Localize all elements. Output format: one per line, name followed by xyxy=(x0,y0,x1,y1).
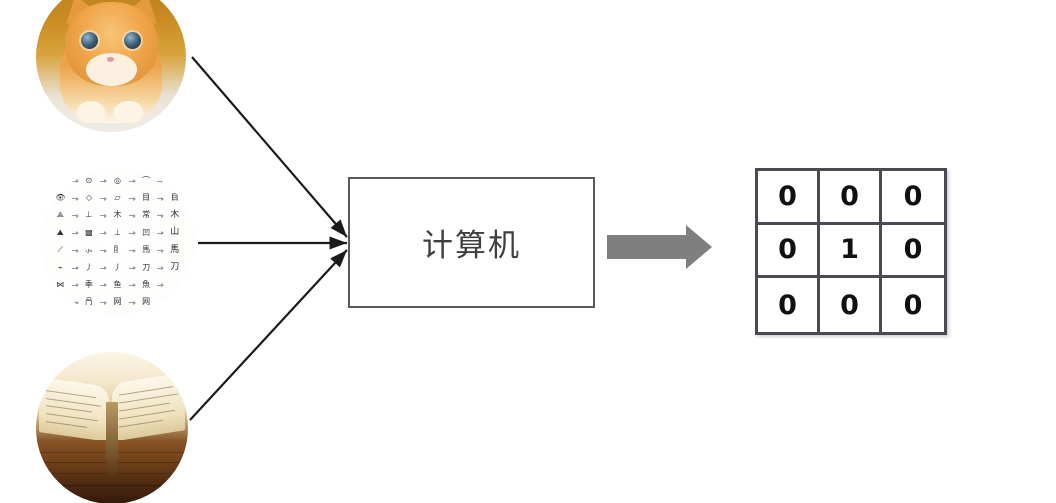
charset-cell: ▱ xyxy=(103,189,136,206)
charset-grid: 〜 ⊙ ◎ ⌒ · 👁 ◇ ▱ 目 目 ⟁ ⊥ 木 常 木 ⛰ ▩ ⊥ 凹 山 … xyxy=(40,168,195,315)
charset-cell xyxy=(160,294,189,311)
arrow-cat-to-computer xyxy=(191,56,348,238)
charset-cell: 凹 xyxy=(132,224,165,241)
charset-cell: ⌁ xyxy=(46,259,79,276)
charset-cell: ⺗ xyxy=(75,242,108,259)
output-binary-matrix: 0 0 0 0 1 0 0 0 0 xyxy=(755,168,947,335)
charset-cell: 木 xyxy=(103,207,136,224)
charset-cell: ⊥ xyxy=(75,207,108,224)
arrow-book-to-computer xyxy=(189,249,348,421)
cat-paw-right xyxy=(114,100,143,123)
input-image-cat xyxy=(36,0,186,132)
charset-cell: ◎ xyxy=(103,172,136,189)
charset-cell: ▩ xyxy=(75,224,108,241)
charset-cell: ⟁ xyxy=(46,207,79,224)
cat-eye-right xyxy=(124,31,141,49)
matrix-cell-r1c1: 0 xyxy=(758,171,820,225)
charset-cell-modern: 刀 xyxy=(170,262,180,273)
charset-cell: ⌒ xyxy=(132,172,165,189)
cat-paw-left xyxy=(76,100,105,123)
matrix-cell-r3c1: 0 xyxy=(758,278,820,332)
charset-cell: 鱼 xyxy=(103,276,136,293)
charset-cell: 刀 xyxy=(132,259,165,276)
computer-label: 计算机 xyxy=(422,228,521,264)
charset-cell: ⋈ xyxy=(46,276,79,293)
charset-cell: 冎 xyxy=(75,294,108,311)
computer-process-box: 计算机 xyxy=(348,177,595,308)
input-image-chinese-characters: 〜 ⊙ ◎ ⌒ · 👁 ◇ ▱ 目 目 ⟁ ⊥ 木 常 木 ⛰ ▩ ⊥ 凹 山 … xyxy=(40,168,195,315)
charset-cell: 〜 xyxy=(46,172,79,189)
charset-cell: ⺼ xyxy=(103,242,136,259)
charset-cell: ⊥ xyxy=(103,224,136,241)
matrix-cell-r3c3: 0 xyxy=(903,289,923,321)
matrix-cell-r3c2: 0 xyxy=(820,278,882,332)
charset-cell: 👁 xyxy=(46,189,79,206)
charset-cell xyxy=(160,276,189,293)
charset-cell: 秊 xyxy=(75,276,108,293)
charset-cell: 常 xyxy=(132,207,165,224)
charset-cell-modern: 山 xyxy=(170,227,180,238)
charset-cell: ⟋ xyxy=(46,242,79,259)
matrix-cell-r1c3: 0 xyxy=(882,171,944,225)
charset-cell: 丿 xyxy=(75,259,108,276)
gray-block-arrow xyxy=(607,225,712,269)
charset-cell: 馬 xyxy=(132,242,165,259)
matrix-cell-r2c2: 1 xyxy=(820,224,882,279)
charset-cell: 目 xyxy=(170,193,179,203)
charset-cell: 网 xyxy=(103,294,136,311)
book-page-right xyxy=(112,372,185,442)
charset-cell-modern: 馬 xyxy=(170,244,180,255)
charset-background xyxy=(40,168,195,315)
charset-cell: 目 xyxy=(132,189,165,206)
charset-cell: ◇ xyxy=(75,189,108,206)
cat-nose xyxy=(106,57,114,62)
charset-cell-modern: 木 xyxy=(170,209,180,220)
charset-cell: ⛰ xyxy=(46,224,79,241)
matrix-cell-r2c3: 0 xyxy=(882,225,944,279)
charset-cell: 丿 xyxy=(103,259,136,276)
charset-cell: ⊙ xyxy=(75,172,108,189)
charset-cell: · xyxy=(173,175,176,185)
cat-eye-left xyxy=(81,31,98,49)
book-page-left xyxy=(39,377,109,443)
charset-cell: 魚 xyxy=(132,276,165,293)
charset-cell: ▱ xyxy=(46,294,79,311)
input-image-open-book xyxy=(36,352,188,503)
matrix-cell-r1c2: 0 xyxy=(820,171,882,225)
book-spine xyxy=(105,402,119,482)
matrix-cell-r2c1: 0 xyxy=(758,224,820,279)
charset-cell: 网 xyxy=(142,297,151,307)
